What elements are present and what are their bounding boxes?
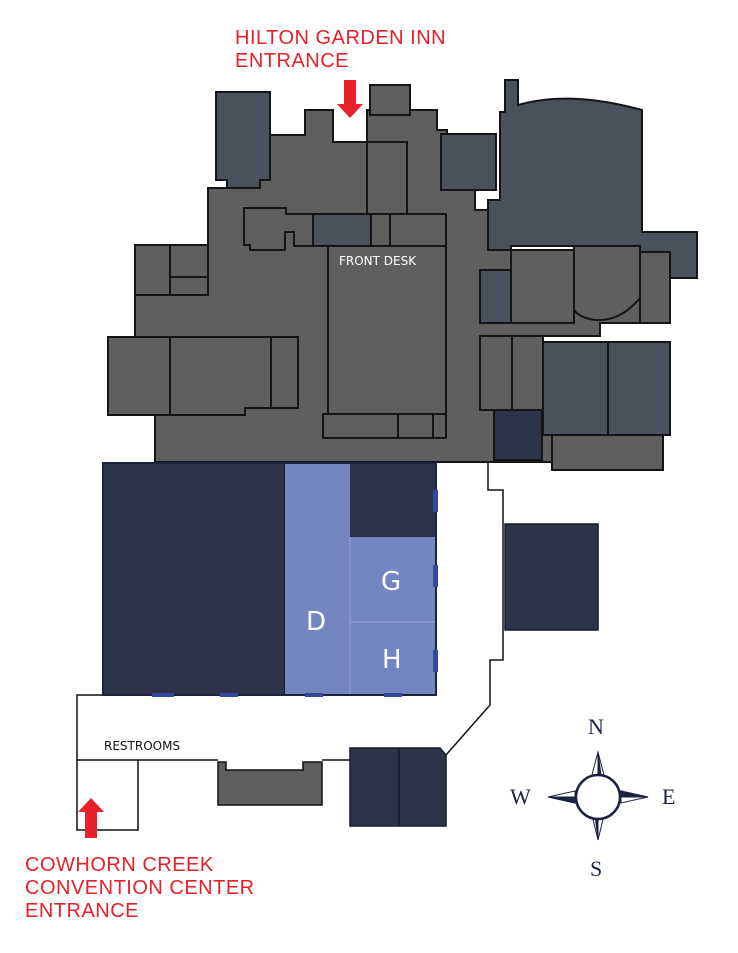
navy-room xyxy=(349,747,447,827)
room xyxy=(107,336,171,416)
hotel-building xyxy=(107,79,698,471)
slate-room xyxy=(440,133,497,191)
room xyxy=(322,413,399,439)
slate-room xyxy=(542,341,609,436)
slate-wing xyxy=(487,79,698,279)
room xyxy=(397,413,434,439)
compass-south: S xyxy=(590,856,603,881)
compass-rose-icon xyxy=(547,750,649,841)
room xyxy=(366,141,408,215)
room-h-label: H xyxy=(382,645,402,675)
compass-west: W xyxy=(510,784,531,809)
room-h xyxy=(350,622,436,695)
cowhorn-label-line2: CONVENTION CENTER xyxy=(25,877,255,899)
room xyxy=(573,245,641,322)
slate-room xyxy=(607,341,671,436)
hilton-entrance-arrow xyxy=(337,80,363,118)
room xyxy=(169,244,209,278)
cowhorn-label-line3: ENTRANCE xyxy=(25,900,140,922)
compass-north: N xyxy=(588,714,604,739)
slate-room xyxy=(312,213,372,247)
navy-room xyxy=(493,409,543,461)
navy-room xyxy=(350,463,436,537)
room xyxy=(369,84,411,116)
room xyxy=(389,213,447,247)
room xyxy=(639,251,671,324)
room xyxy=(432,413,447,439)
room xyxy=(243,207,314,251)
ballroom xyxy=(102,462,286,696)
hilton-label-line2: ENTRANCE xyxy=(235,50,350,72)
cowhorn-label-line1: COWHORN CREEK xyxy=(25,854,214,876)
cowhorn-entrance-label: COWHORN CREEK CONVENTION CENTER ENTRANCE xyxy=(25,854,255,923)
room xyxy=(270,336,299,409)
room xyxy=(511,335,544,411)
cowhorn-entrance-arrow xyxy=(78,798,104,838)
doors xyxy=(152,490,438,697)
room-d xyxy=(285,463,350,695)
navy-room xyxy=(504,523,599,631)
hilton-entrance-label: HILTON GARDEN INN ENTRANCE xyxy=(235,27,446,73)
room xyxy=(510,249,575,324)
room xyxy=(551,434,664,471)
room xyxy=(134,244,171,296)
convention-center xyxy=(102,462,599,827)
gray-room xyxy=(217,761,323,806)
room xyxy=(169,336,272,416)
compass-east: E xyxy=(662,784,676,809)
corridor-outline xyxy=(76,462,504,831)
front-desk-label: FRONT DESK xyxy=(339,254,417,268)
room-g-label: G xyxy=(381,567,402,597)
front-desk-area xyxy=(327,245,447,415)
hilton-label-line1: HILTON GARDEN INN xyxy=(235,27,447,49)
restrooms-label: RESTROOMS xyxy=(104,739,181,753)
slate-room xyxy=(215,91,271,189)
room xyxy=(169,276,209,296)
room-g xyxy=(350,537,436,622)
room-d-label: D xyxy=(306,607,327,637)
room xyxy=(479,335,513,411)
slate-room xyxy=(479,269,512,324)
